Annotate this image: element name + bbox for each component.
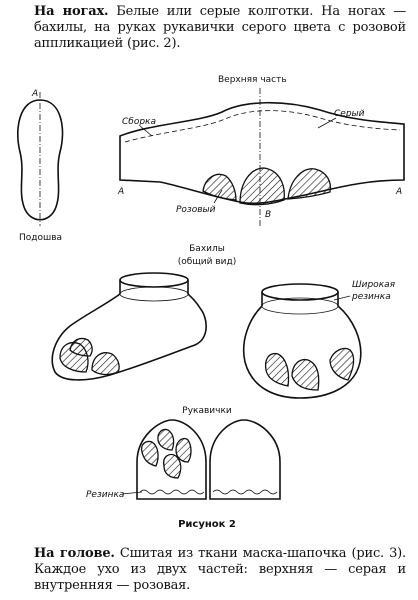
sole-pattern: А Подошва <box>17 89 64 243</box>
mitten-back <box>209 419 281 500</box>
paragraph-feet-body: Белые или серые колготки. На ногах — бах… <box>34 4 406 51</box>
bahila-side-applique-3 <box>69 337 93 357</box>
gather-label: Сборка <box>122 117 156 127</box>
upper-bottom-axis-label: В <box>265 210 271 220</box>
upper-part-pattern: Верхняя часть Сборка Серый Розовый А А В <box>117 75 405 226</box>
pink-applique-left <box>202 173 237 201</box>
sole-axis-label: А <box>31 89 38 99</box>
wide-elastic-label-1: Широкая <box>352 280 396 290</box>
mitten-applique-4 <box>163 453 182 479</box>
paragraph-feet: На ногах. Белые или серые колготки. На н… <box>34 4 406 52</box>
mitten-applique-2 <box>157 428 175 451</box>
pink-applique-middle <box>239 167 285 206</box>
mitten-applique-3 <box>175 437 192 463</box>
bahila-side-applique-2 <box>91 352 120 376</box>
upper-right-axis-label: А <box>395 187 402 197</box>
sole-label: Подошва <box>19 233 62 243</box>
bahily-title: Бахилы <box>189 244 225 254</box>
paragraph-head-body: Сшитая из ткани маска-шапочка (рис. 3). … <box>34 546 406 593</box>
bahila-front-view: Широкая резинка <box>243 280 396 399</box>
elastic-label: Резинка <box>86 490 124 500</box>
paragraph-head-heading: На голове. <box>34 546 115 561</box>
gray-label: Серый <box>334 109 365 119</box>
mitten-applique-1 <box>140 440 159 467</box>
figure-caption: Рисунок 2 <box>178 519 236 530</box>
wide-elastic-label-2: резинка <box>351 292 391 302</box>
bahila-front-applique-3 <box>329 347 355 381</box>
mittens-title: Рукавички <box>182 406 232 416</box>
bahila-side-view <box>51 272 207 381</box>
paragraph-head: На голове. Сшитая из ткани маска-шапочка… <box>34 546 406 594</box>
bahila-front-applique-1 <box>264 352 290 387</box>
mitten-front <box>136 419 207 500</box>
pink-applique-right <box>287 168 332 200</box>
paragraph-feet-heading: На ногах. <box>34 4 109 19</box>
upper-left-axis-label: А <box>117 187 124 197</box>
bahily-subtitle: (общий вид) <box>178 257 237 267</box>
pink-label: Розовый <box>176 205 216 215</box>
bahila-front-applique-2 <box>291 358 320 391</box>
upper-part-label: Верхняя часть <box>218 75 287 85</box>
